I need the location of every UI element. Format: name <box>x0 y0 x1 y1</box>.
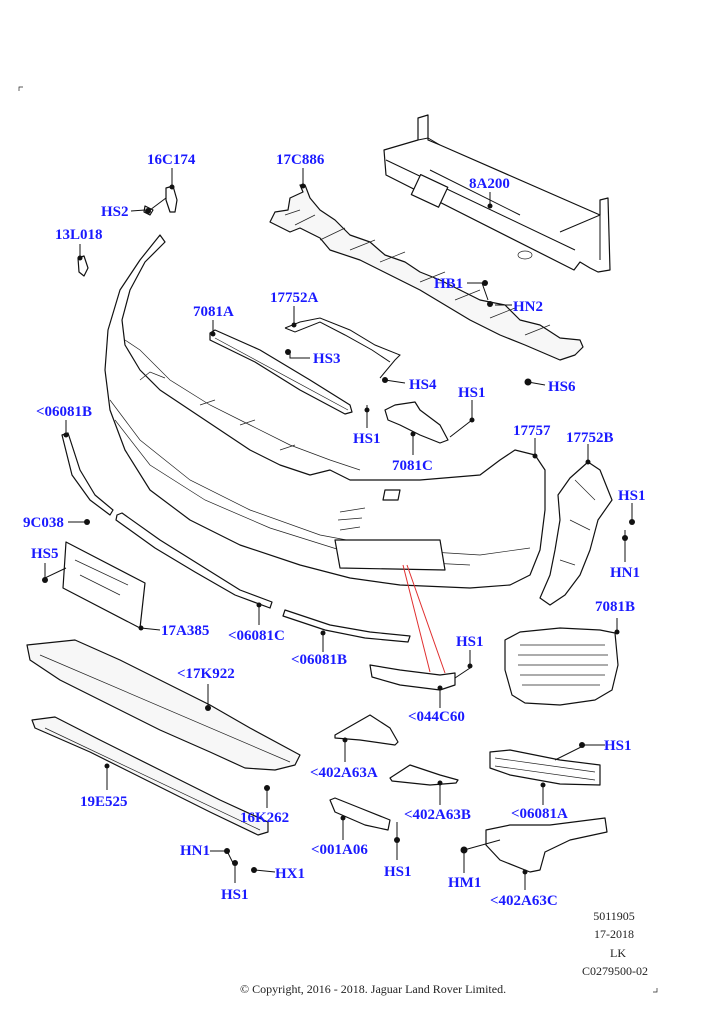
part-7081B-grille[interactable] <box>504 627 619 706</box>
callout-7081A[interactable]: 7081A <box>193 304 234 320</box>
callout-17C886[interactable]: 17C886 <box>276 152 325 168</box>
crop-mark <box>18 86 23 91</box>
callout-06081C[interactable]: <06081C <box>228 628 285 644</box>
callout-HS1-001A06[interactable]: HS1 <box>384 864 412 880</box>
callout-HS1-7081A[interactable]: HS1 <box>353 431 381 447</box>
callout-HS2[interactable]: HS2 <box>101 204 129 220</box>
callout-HM1[interactable]: HM1 <box>448 875 482 891</box>
callout-16K262[interactable]: 16K262 <box>240 810 290 826</box>
callout-044C60[interactable]: <044C60 <box>408 709 465 725</box>
fastener-dots <box>42 183 635 875</box>
callout-HX1[interactable]: HX1 <box>275 866 305 882</box>
callout-19E525[interactable]: 19E525 <box>80 794 128 810</box>
callout-06081B-upper[interactable]: <06081B <box>36 404 93 420</box>
callout-8A200[interactable]: 8A200 <box>469 176 510 192</box>
callout-HN1-19E525[interactable]: HN1 <box>180 843 210 859</box>
part-402A63B-cover[interactable] <box>389 764 459 786</box>
part-19E525-reinforcement[interactable] <box>31 716 269 836</box>
part-402A63C-duct[interactable] <box>485 817 608 873</box>
callout-HS1-06081A[interactable]: HS1 <box>604 738 632 754</box>
part-06081C-strip[interactable] <box>115 512 273 609</box>
callout-9C038[interactable]: 9C038 <box>23 515 64 531</box>
part-17752B-bracket[interactable] <box>539 461 613 606</box>
callout-402A63B[interactable]: <402A63B <box>404 807 471 823</box>
part-06081B-strip-left[interactable] <box>61 432 114 516</box>
callout-HS1-044C60[interactable]: HS1 <box>456 634 484 650</box>
callout-7081B[interactable]: 7081B <box>595 599 636 615</box>
callout-402A63A[interactable]: <402A63A <box>310 765 378 781</box>
callout-HB1[interactable]: HB1 <box>434 276 464 292</box>
callout-HS1-7081C[interactable]: HS1 <box>458 385 486 401</box>
callout-402A63C[interactable]: <402A63C <box>490 893 558 909</box>
callout-HS5[interactable]: HS5 <box>31 546 59 562</box>
part-402A63A-cover[interactable] <box>334 714 399 746</box>
part-06081A-grille-insert[interactable] <box>489 749 601 786</box>
leader-red-044C60 <box>402 564 446 674</box>
copyright-notice: © Copyright, 2016 - 2018. Jaguar Land Ro… <box>240 982 507 996</box>
part-9C038-fastener[interactable] <box>84 519 90 525</box>
callout-17A385[interactable]: 17A385 <box>161 623 210 639</box>
callout-17757[interactable]: 17757 <box>513 423 551 439</box>
callout-7081C[interactable]: 7081C <box>392 458 433 474</box>
part-17757-bumper-cover[interactable] <box>104 234 546 589</box>
callout-17752B[interactable]: 17752B <box>566 430 614 446</box>
callout-HS6[interactable]: HS6 <box>548 379 576 395</box>
part-17C886-undertray[interactable] <box>269 184 584 361</box>
crop-mark <box>653 988 658 993</box>
part-17A385-plate-bracket[interactable] <box>62 541 146 629</box>
ref-number: 5011905 <box>593 909 635 923</box>
callout-06081B-lower[interactable]: <06081B <box>291 652 348 668</box>
part-044C60-trim[interactable] <box>369 664 456 691</box>
callout-06081A[interactable]: <06081A <box>511 806 568 822</box>
part-001A06-trim[interactable] <box>329 797 391 831</box>
callout-16C174[interactable]: 16C174 <box>147 152 196 168</box>
illustration-id: C0279500-02 <box>582 964 648 978</box>
callout-17752A[interactable]: 17752A <box>270 290 319 306</box>
callout-HS3[interactable]: HS3 <box>313 351 341 367</box>
callout-13L018[interactable]: 13L018 <box>55 227 103 243</box>
part-17752A-bracket[interactable] <box>284 317 401 379</box>
callout-HS1-17752B[interactable]: HS1 <box>618 488 646 504</box>
callout-17K922[interactable]: <17K922 <box>177 666 235 682</box>
part-7081A-bracket[interactable] <box>209 329 353 415</box>
callout-001A06[interactable]: <001A06 <box>311 842 368 858</box>
callout-HS4[interactable]: HS4 <box>409 377 437 393</box>
callout-HS1-19E525[interactable]: HS1 <box>221 887 249 903</box>
part-06081B-strip-lower[interactable] <box>282 609 411 643</box>
part-13L018-bracket[interactable] <box>77 255 89 277</box>
part-8A200-bumper-beam[interactable] <box>383 114 611 273</box>
callout-HN1-17752B[interactable]: HN1 <box>610 565 640 581</box>
date-code: 17-2018 <box>594 927 634 941</box>
callout-HN2[interactable]: HN2 <box>513 299 543 315</box>
part-7081C-bracket[interactable] <box>384 401 449 444</box>
model-code: LK <box>610 946 626 960</box>
part-17K922-undertray[interactable] <box>26 639 301 771</box>
